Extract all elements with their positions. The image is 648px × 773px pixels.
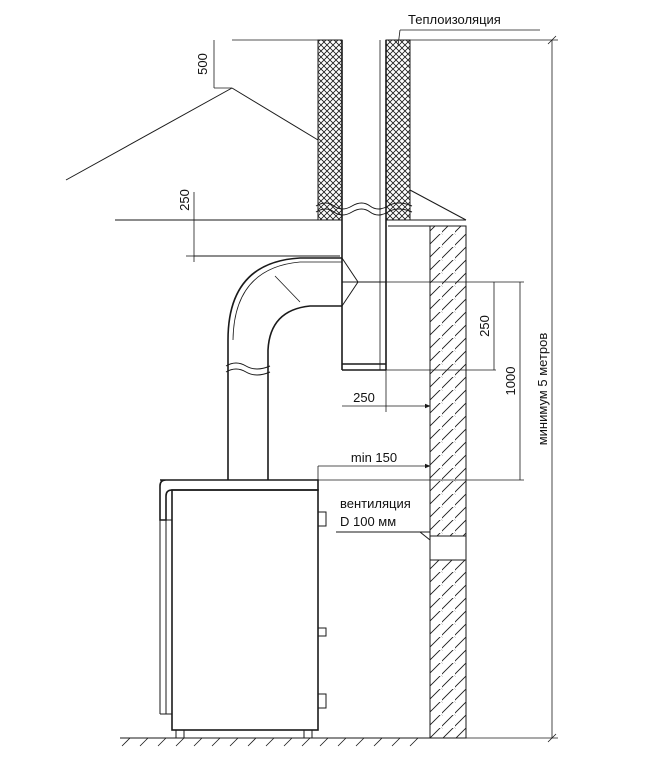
ventilation-label-line1: вентиляция xyxy=(340,496,411,511)
roof xyxy=(65,87,319,181)
insulation-label: Теплоизоляция xyxy=(408,12,501,27)
dim-min-150: min 150 xyxy=(317,450,431,480)
dim-500: 500 xyxy=(195,39,318,89)
dim-500-label: 500 xyxy=(195,53,210,75)
ventilation-callout: вентиляция D 100 мм xyxy=(340,496,411,529)
chimney-pipe-vertical xyxy=(341,40,387,371)
dim-reference-lines xyxy=(318,281,524,481)
dim-1000: 1000 xyxy=(503,282,521,480)
dim-250-bottom-label: 250 xyxy=(353,390,375,405)
ventilation-duct xyxy=(336,531,467,561)
dim-250-right: 250 xyxy=(477,282,495,370)
dim-250-ceiling-label: 250 xyxy=(177,189,192,211)
dim-min-150-label: min 150 xyxy=(351,450,397,465)
dim-250-ceiling: 250 xyxy=(177,189,195,262)
ventilation-label-line2: D 100 мм xyxy=(340,514,396,529)
ceiling-slab xyxy=(115,189,467,257)
dim-min-5m: минимум 5 метров xyxy=(410,35,558,743)
dim-min-5m-label: минимум 5 метров xyxy=(535,333,550,446)
wall xyxy=(429,225,467,739)
dim-250-right-label: 250 xyxy=(477,315,492,337)
dim-1000-label: 1000 xyxy=(503,367,518,396)
insulation-jacket xyxy=(315,39,413,221)
floor xyxy=(120,737,466,747)
connector-pipe-elbow xyxy=(225,257,386,480)
dim-250-bottom: 250 xyxy=(342,370,431,412)
boiler xyxy=(159,479,327,739)
insulation-callout: Теплоизоляция xyxy=(397,12,540,47)
